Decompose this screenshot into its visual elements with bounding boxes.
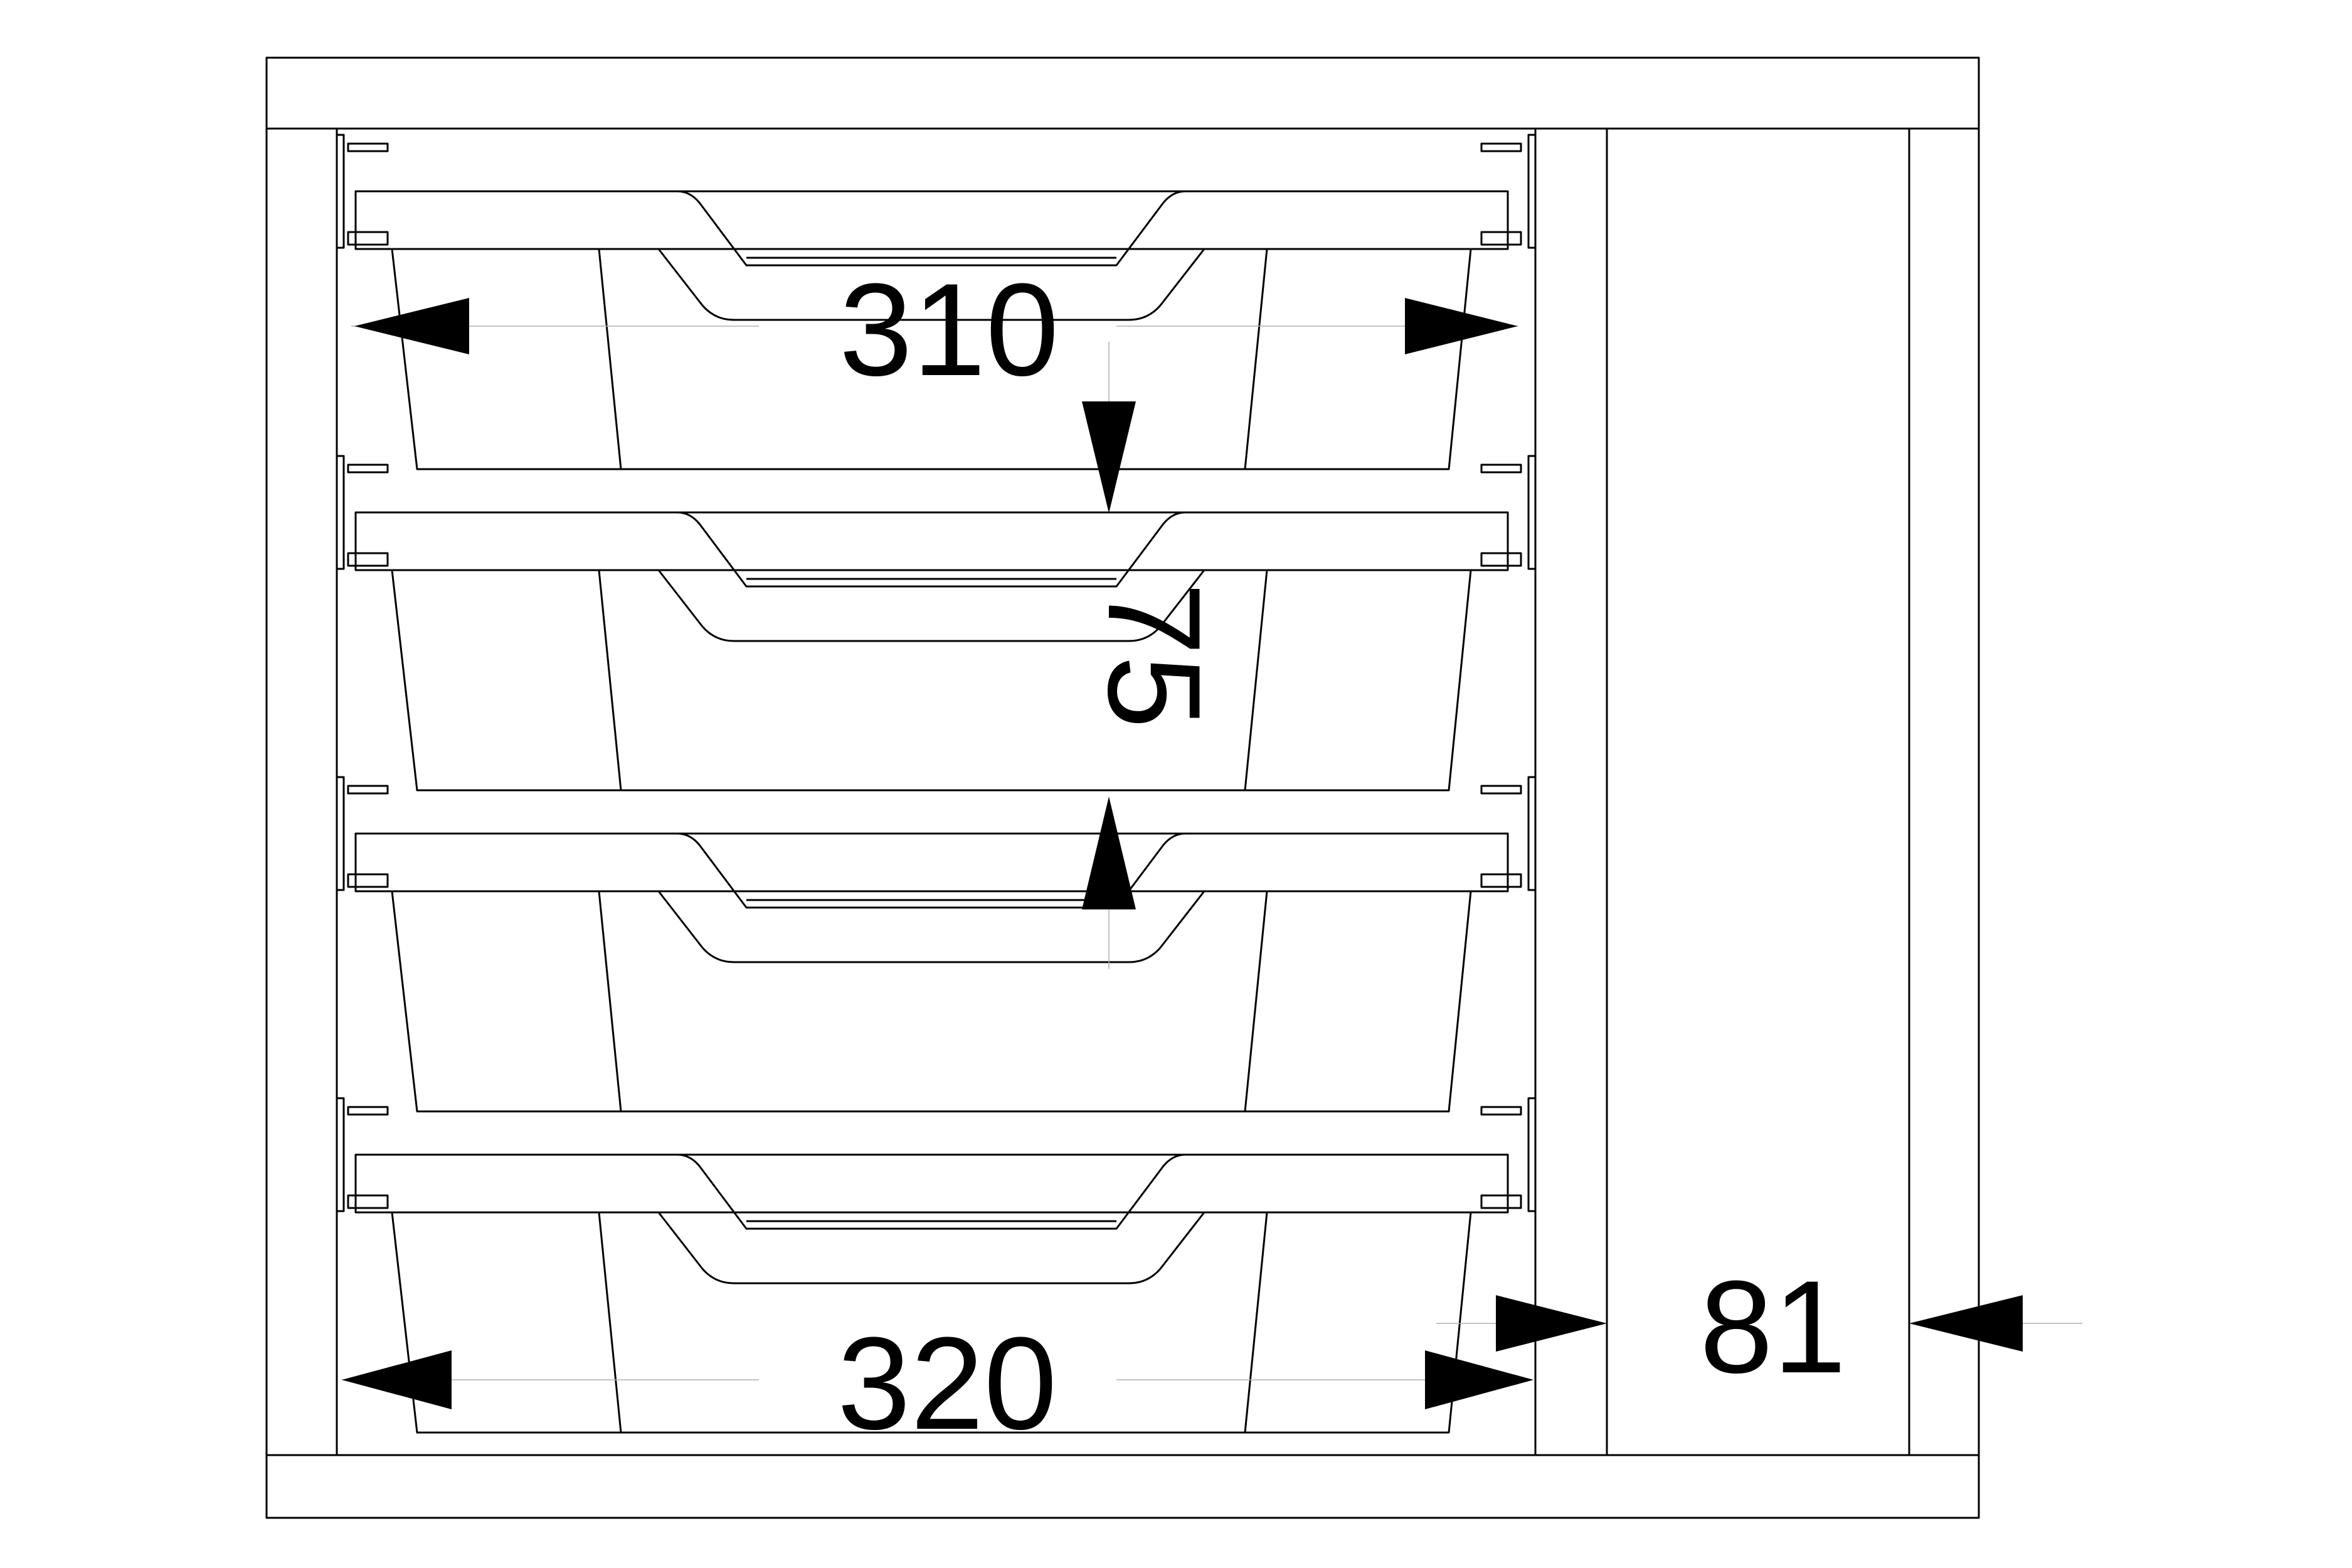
runner-left <box>337 776 345 891</box>
drawer-divider-right <box>1244 569 1268 791</box>
arrow-right <box>1496 1295 1607 1352</box>
runner-left <box>337 134 345 249</box>
dimension-label-75: 75 <box>1081 582 1228 729</box>
runner-peg-left-bottom <box>347 231 389 246</box>
runner-left <box>337 455 345 570</box>
drawer-1 <box>337 134 1535 470</box>
drawer-divider-left <box>598 1212 622 1433</box>
dimension-label-320: 320 <box>837 1310 1057 1457</box>
drawer-rim <box>354 190 1509 250</box>
drawer-handle-notch <box>657 569 1205 642</box>
runner-peg-right-top <box>1480 464 1522 474</box>
drawer-handle-top <box>677 511 1186 588</box>
runner-right <box>1527 134 1535 249</box>
drawer-handle-notch <box>657 891 1205 963</box>
runner-peg-left-bottom <box>347 552 389 567</box>
arrow-right <box>1405 298 1518 354</box>
arrow-left <box>354 298 469 354</box>
dimension-drawer-spacing: 75 <box>1081 342 1228 969</box>
arrow-up <box>1082 797 1136 909</box>
arrow-down <box>1082 401 1136 513</box>
drawer-divider-right <box>1244 1212 1268 1433</box>
dimension-bottom-width: 320 <box>342 1310 1534 1457</box>
drawer-4 <box>337 1097 1535 1434</box>
dimension-side-gap: 81 <box>1436 1253 2082 1401</box>
runner-peg-right-bottom <box>1480 231 1522 246</box>
runner-peg-right-top <box>1480 142 1522 152</box>
runner-peg-left-bottom <box>347 873 389 888</box>
drawer-rim <box>354 832 1509 893</box>
cabinet-frame <box>265 56 1980 1519</box>
arrow-left <box>1909 1295 2023 1352</box>
drawer-divider-right <box>1244 891 1268 1112</box>
drawer-divider-left <box>598 891 622 1112</box>
runner-peg-left-bottom <box>347 1194 389 1209</box>
arrow-right <box>1425 1350 1534 1409</box>
drawer-divider-left <box>598 248 622 470</box>
runner-peg-right-bottom <box>1480 552 1522 567</box>
drawer-divider-right <box>1244 248 1268 470</box>
runner-right <box>1527 1097 1535 1212</box>
drawer-tray <box>391 248 1472 470</box>
drawer-handle-top <box>677 1153 1186 1230</box>
drawer-handle-notch <box>657 1212 1205 1285</box>
runner-peg-right-bottom <box>1480 1194 1522 1209</box>
runner-peg-right-bottom <box>1480 873 1522 888</box>
drawer-handle-top <box>677 832 1186 909</box>
drawer-handle-top <box>677 190 1186 267</box>
arrow-left <box>342 1350 452 1409</box>
runner-peg-left-top <box>347 785 389 795</box>
runner-right <box>1527 776 1535 891</box>
drawer-rim <box>354 511 1509 571</box>
dimension-label-81: 81 <box>1700 1253 1846 1401</box>
runner-peg-left-top <box>347 1106 389 1116</box>
drawer-rim <box>354 1153 1509 1214</box>
runner-peg-left-top <box>347 464 389 474</box>
runner-peg-left-top <box>347 142 389 152</box>
drawer-handle-notch <box>657 248 1205 321</box>
drawer-3 <box>337 776 1535 1113</box>
runner-right <box>1527 455 1535 570</box>
drawer-tray <box>391 569 1472 792</box>
drawer-tray <box>391 890 1472 1113</box>
runner-peg-right-top <box>1480 785 1522 795</box>
dimension-label-310: 310 <box>839 256 1059 403</box>
runner-left <box>337 1097 345 1212</box>
drawer-tray <box>391 1211 1472 1434</box>
drawer-2 <box>337 455 1535 792</box>
runner-peg-right-top <box>1480 1106 1522 1116</box>
drawer-divider-left <box>598 569 622 791</box>
dimension-top-width: 310 <box>351 256 1518 403</box>
